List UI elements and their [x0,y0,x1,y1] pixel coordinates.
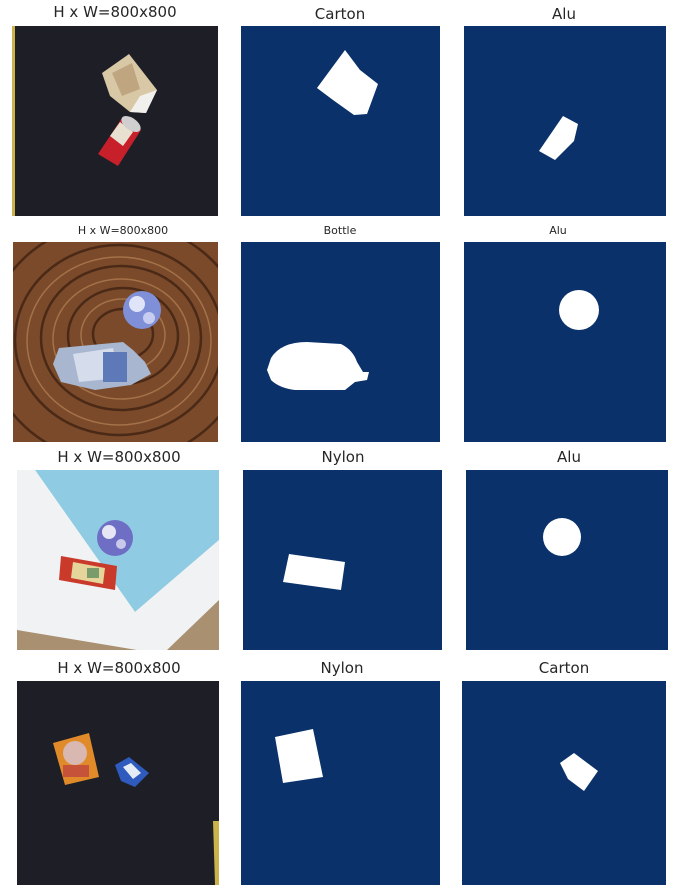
image-title: H x W=800x800 [53,3,177,21]
mask-panel [243,470,442,650]
mask-panel [462,681,666,885]
segmentation-mask [283,554,345,590]
mask-title: Carton [314,5,366,23]
foil-ball-icon [123,291,161,329]
mask-title: Carton [538,659,590,677]
input-photo [12,26,218,216]
segmentation-mask [560,753,598,791]
nylon-wrapper-icon [53,733,99,785]
mask-title: Alu [557,448,581,466]
image-title: H x W=800x800 [57,448,181,466]
mask-title: Nylon [320,659,364,677]
mask-title: Alu [552,5,576,23]
input-photo [17,470,219,650]
mask-title: Alu [549,224,567,237]
bottle-icon [53,342,151,390]
image-title: H x W=800x800 [77,224,169,237]
segmentation-mask [275,729,323,783]
mask-panel [241,242,440,442]
segmentation-mask [267,342,369,390]
mask-panel [241,681,440,885]
image-title: H x W=800x800 [57,659,181,677]
soda-can-icon [98,116,141,166]
mask-panel [464,26,666,216]
input-photo [17,681,219,885]
mask-title: Nylon [321,448,365,466]
segmentation-mask [559,290,599,330]
mask-panel [241,26,440,216]
nylon-wrapper-icon [59,556,117,590]
input-photo [13,242,218,442]
segmentation-mask [539,116,578,160]
segmentation-mask [317,50,378,115]
segmentation-mask [543,518,581,556]
carton-box-icon [102,54,157,113]
mask-panel [466,470,668,650]
mask-title: Bottle [323,224,357,237]
carton-piece-icon [115,757,149,787]
foil-ball-icon [97,520,133,556]
mask-panel [464,242,666,442]
